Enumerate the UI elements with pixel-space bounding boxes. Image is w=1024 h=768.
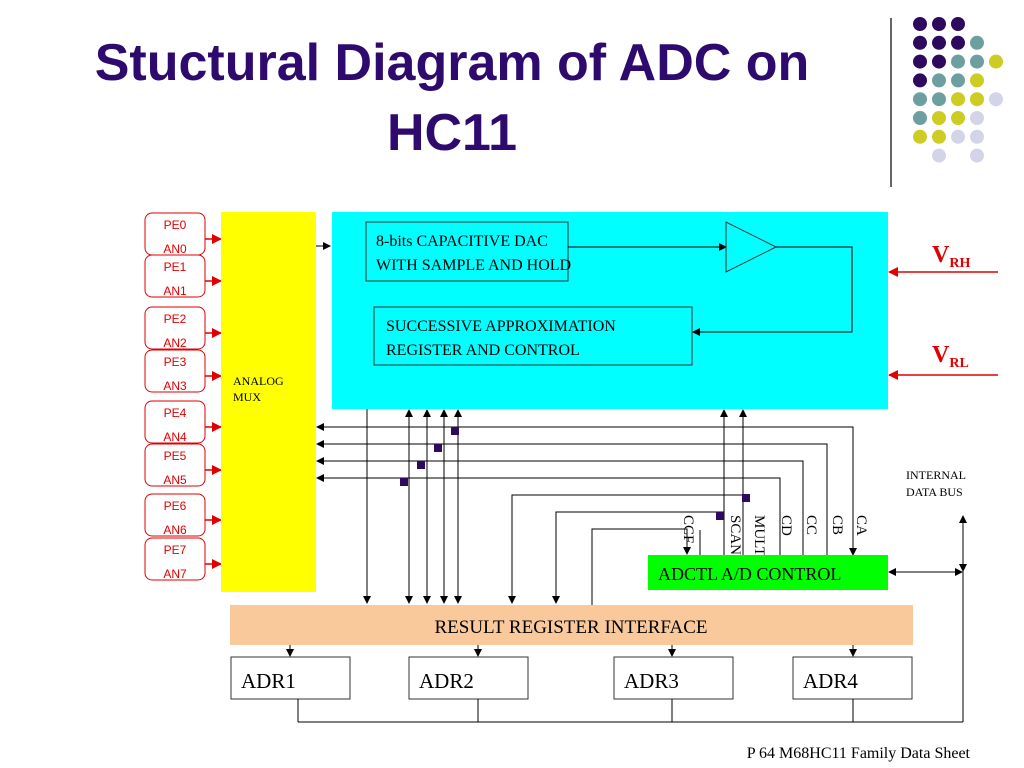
pin-analog-label: AN3: [163, 379, 187, 393]
logo-dot: [951, 54, 965, 69]
footer-source: P 64 M68HC11 Family Data Sheet: [747, 745, 971, 762]
pin-analog-label: AN6: [163, 523, 187, 537]
logo-dot: [913, 129, 927, 144]
logo-dot: [951, 35, 965, 50]
junction-markers: [400, 427, 750, 520]
adctl-label: ADCTL A/D CONTROL: [658, 564, 841, 584]
sar-block: [373, 306, 693, 366]
logo-dot: [932, 73, 946, 88]
sar-label-line2: REGISTER AND CONTROL: [386, 342, 580, 359]
decorative-dot-logo: [913, 17, 1003, 163]
converter-core-block: [332, 212, 888, 409]
logo-dot: [989, 54, 1003, 69]
logo-dot: [932, 92, 946, 107]
pin-analog-label: AN2: [163, 336, 187, 350]
pin-analog-label: AN7: [163, 567, 187, 581]
logo-dot: [970, 92, 984, 107]
logo-dot: [913, 73, 927, 88]
logo-dot: [913, 17, 927, 31]
bus-label-line1: INTERNAL: [906, 468, 966, 482]
logo-dot: [932, 148, 946, 163]
pin-analog-label: AN4: [163, 430, 187, 444]
analog-input-pins: PE0AN0PE1AN1PE2AN2PE3AN3PE4AN4PE5AN5PE6A…: [144, 212, 222, 581]
comparator-icon: [725, 221, 778, 273]
logo-dot: [951, 111, 965, 125]
control-bit-labels: CCF SCAN MULT CD CC CB CA: [680, 515, 869, 556]
adr-register-label: ADR1: [241, 669, 296, 693]
pin-port-label: PE1: [164, 260, 187, 274]
logo-dot: [951, 92, 965, 107]
pin-box: [144, 306, 206, 350]
sar-label-line1: SUCCESSIVE APPROXIMATION: [386, 318, 616, 335]
bus-label-line2: DATA BUS: [906, 485, 963, 499]
control-bit-ccf: CCF: [680, 515, 696, 543]
control-bit-cd: CD: [778, 515, 794, 536]
control-bit-scan: SCAN: [727, 515, 743, 555]
pin-box: [144, 537, 206, 581]
logo-dot: [951, 73, 965, 88]
logo-dot: [970, 148, 984, 163]
logo-dot: [932, 54, 946, 69]
adr-registers: ADR1 ADR2 ADR3 ADR4: [230, 645, 913, 722]
comparator-feedback-arrow: [692, 246, 853, 336]
pin-port-label: PE7: [164, 543, 187, 557]
pin-port-label: PE5: [164, 449, 187, 463]
pin-analog-label: AN0: [163, 242, 187, 256]
pin-port-label: PE6: [164, 499, 187, 513]
logo-dot: [913, 35, 927, 50]
dac-label-line1: 8-bits CAPACITIVE DAC: [376, 233, 548, 250]
pin-box: [144, 254, 206, 298]
logo-dot: [913, 54, 927, 69]
pin-port-label: PE3: [164, 355, 187, 369]
control-bit-cb: CB: [829, 515, 845, 535]
adr-register-label: ADR4: [803, 669, 858, 693]
logo-dot: [913, 111, 927, 125]
control-bit-mult: MULT: [751, 515, 767, 556]
pin-port-label: PE2: [164, 312, 187, 326]
logo-dot: [970, 129, 984, 144]
pin-box: [144, 443, 206, 487]
adr-register-box: [613, 656, 734, 700]
adctl-register-block: [648, 555, 888, 590]
pin-box: [144, 493, 206, 537]
result-register-interface: [230, 605, 913, 645]
slide-title-line2: HC11: [387, 104, 517, 162]
adr-register-box: [408, 656, 529, 700]
adr-register-label: ADR3: [624, 669, 679, 693]
pin-analog-label: AN5: [163, 473, 187, 487]
pin-port-label: PE4: [164, 406, 187, 420]
adr-register-box: [792, 656, 913, 700]
control-bit-cc: CC: [803, 515, 819, 535]
logo-dot: [932, 111, 946, 125]
mux-label-line1: ANALOG: [233, 374, 284, 388]
core-result-bus: [316, 409, 857, 605]
logo-dot: [932, 129, 946, 144]
logo-dot: [951, 17, 965, 31]
mux-label-line2: MUX: [233, 390, 261, 404]
pin-box: [144, 349, 206, 393]
logo-dot: [970, 35, 984, 50]
logo-dot: [970, 73, 984, 88]
dac-label-line2: WITH SAMPLE AND HOLD: [376, 257, 571, 274]
pin-port-label: PE0: [164, 218, 187, 232]
logo-dot: [970, 54, 984, 69]
pin-box: [144, 400, 206, 444]
adr-register-box: [230, 656, 351, 700]
vrl-label: VRL: [932, 342, 969, 371]
analog-mux-block: [221, 212, 316, 592]
pin-analog-label: AN1: [163, 284, 187, 298]
logo-dot: [989, 92, 1003, 107]
logo-dot: [932, 17, 946, 31]
control-bit-ca: CA: [853, 515, 869, 536]
adr-register-label: ADR2: [419, 669, 474, 693]
logo-dot: [951, 129, 965, 144]
logo-dot: [970, 111, 984, 125]
logo-dot: [913, 92, 927, 107]
dac-block: [365, 221, 569, 282]
logo-dot: [932, 35, 946, 50]
vrh-label: VRH: [932, 242, 970, 271]
result-register-label: RESULT REGISTER INTERFACE: [434, 617, 707, 638]
slide-title-line1: Stuctural Diagram of ADC on: [95, 34, 810, 92]
